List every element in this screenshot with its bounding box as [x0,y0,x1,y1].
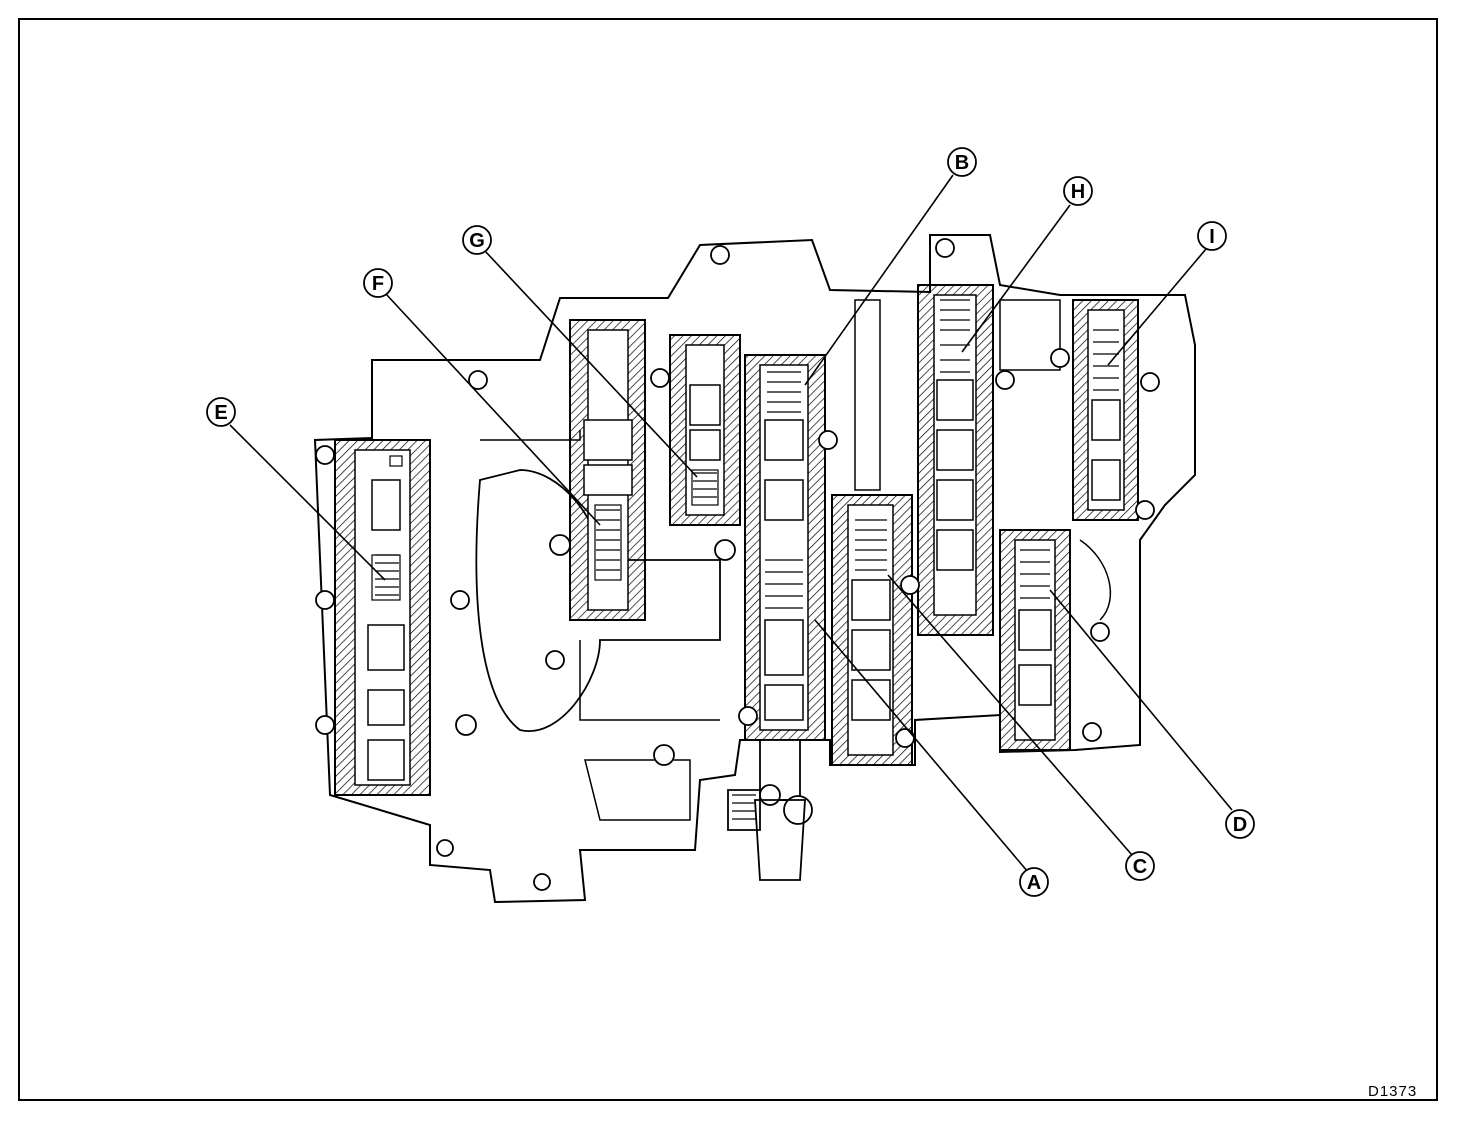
callout-e: E [206,397,236,427]
valve-bore-d [999,529,1071,751]
callout-c: C [1125,851,1155,881]
callout-i: I [1197,221,1227,251]
valve-bore-e [334,439,431,796]
callout-g: G [462,225,492,255]
callout-h: H [1063,176,1093,206]
svg-text:F: F [372,273,384,295]
svg-text:I: I [1209,226,1215,248]
internal-passage [999,299,1061,371]
valve-bore-c [831,299,913,766]
valve-bore-f [569,319,646,621]
internal-passage [584,759,691,821]
svg-text:E: E [214,402,227,424]
svg-text:A: A [1027,872,1041,894]
valve-bore-b-a [744,354,826,741]
leader-lines [229,174,1233,873]
valve-bore-g [669,334,741,526]
callout-d: D [1225,809,1255,839]
callout-a: A [1019,867,1049,897]
spring-set [375,299,1119,609]
figure-code: D1373 [1368,1083,1418,1100]
bolt-holes [315,238,1160,891]
valve-bore-i [1072,299,1139,521]
svg-text:G: G [469,230,485,252]
internal-passage [1079,539,1112,621]
callout-b: B [947,147,977,177]
svg-text:D: D [1233,814,1247,836]
svg-text:B: B [955,152,969,174]
callout-f: F [363,268,393,298]
svg-text:H: H [1071,181,1085,203]
manual-valve-detent [727,739,813,881]
internal-passage [480,430,581,441]
valve-bore-h [917,284,994,636]
internal-passage [579,640,720,721]
figure-frame [18,18,1438,1101]
svg-text:C: C [1133,856,1147,878]
